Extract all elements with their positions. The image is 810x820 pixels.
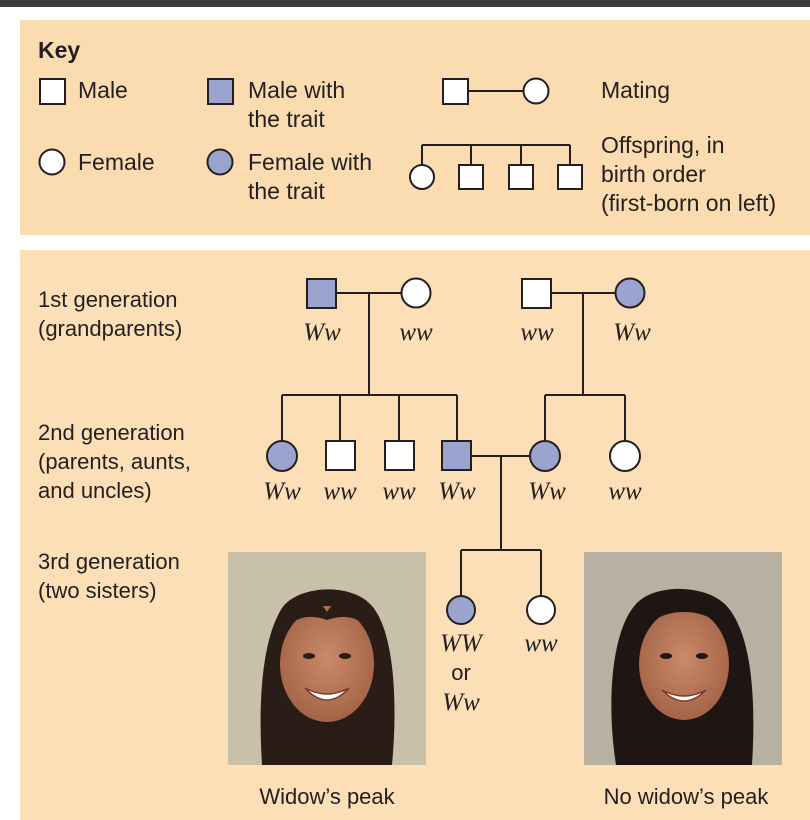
gen3-sister-trait-female — [446, 595, 476, 625]
genotype-g1-a: Ww — [303, 319, 341, 346]
caption-no-widows-peak: No widow’s peak — [604, 784, 770, 809]
key-offspring-label-3: (first-born on left) — [601, 190, 776, 216]
key-female-label: Female — [78, 149, 155, 175]
mating-female-symbol — [522, 77, 550, 105]
key-female-trait-label-2: the trait — [248, 178, 325, 204]
genotype-g1-c: ww — [520, 319, 554, 346]
genotype-g2-c: ww — [382, 478, 416, 505]
male-trait-symbol — [207, 78, 234, 105]
key-panel — [20, 20, 810, 235]
gen2-aunt-female — [609, 440, 641, 472]
gen1-grandfather-male — [521, 278, 552, 309]
key-offspring-label-1: Offspring, in — [601, 132, 725, 158]
male-symbol — [39, 78, 66, 105]
key-male-trait-label-1: Male with — [248, 77, 345, 103]
gen2-mother-trait-female — [529, 440, 561, 472]
gen2-father-trait-male — [441, 440, 472, 471]
key-offspring-label-2: birth order — [601, 161, 706, 187]
gen3-label-2: (two sisters) — [38, 578, 157, 603]
key-mating-label: Mating — [601, 77, 670, 103]
offspring-example — [409, 144, 583, 190]
gen1-label-1: 1st generation — [38, 287, 177, 312]
female-trait-symbol — [206, 148, 234, 176]
genotype-g2-a: Ww — [263, 478, 301, 505]
pedigree-lines — [281, 292, 626, 596]
key-female-trait-label-1: Female with — [248, 149, 372, 175]
gen2-aunt-trait-female — [266, 440, 298, 472]
gen1-grandfather-trait-male — [306, 278, 337, 309]
genotype-g3-a-or: or — [451, 660, 471, 685]
key-title: Key — [38, 37, 80, 63]
key-male-trait-label-2: the trait — [248, 106, 325, 132]
genotype-g3-b: ww — [524, 630, 558, 657]
top-rule — [0, 0, 810, 7]
genotype-g2-f: ww — [608, 478, 642, 505]
genotype-g2-b: ww — [323, 478, 357, 505]
gen1-grandmother-female — [400, 277, 432, 309]
genotype-g1-b: ww — [399, 319, 433, 346]
gen2-label-2: (parents, aunts, — [38, 449, 191, 474]
gen1-label-2: (grandparents) — [38, 316, 182, 341]
genotype-g3-a-2: Ww — [442, 689, 480, 716]
gen2-uncle-male-2 — [384, 440, 415, 471]
gen2-uncle-male-1 — [325, 440, 356, 471]
genotype-g2-e: Ww — [528, 478, 566, 505]
gen3-sister-female — [526, 595, 556, 625]
photo-widows-peak — [228, 552, 426, 765]
female-symbol — [38, 148, 66, 176]
gen1-grandmother-trait-female — [614, 277, 646, 309]
key-male-label: Male — [78, 77, 128, 103]
genotype-g3-a-1: WW — [440, 630, 484, 657]
gen2-label-3: and uncles) — [38, 478, 152, 503]
gen3-label-1: 3rd generation — [38, 549, 180, 574]
genotype-g1-d: Ww — [613, 319, 651, 346]
caption-widows-peak: Widow’s peak — [259, 784, 395, 809]
genotype-g2-d: Ww — [438, 478, 476, 505]
mating-male-symbol — [442, 78, 469, 105]
photo-no-widows-peak — [584, 552, 782, 765]
gen2-label-1: 2nd generation — [38, 420, 185, 445]
